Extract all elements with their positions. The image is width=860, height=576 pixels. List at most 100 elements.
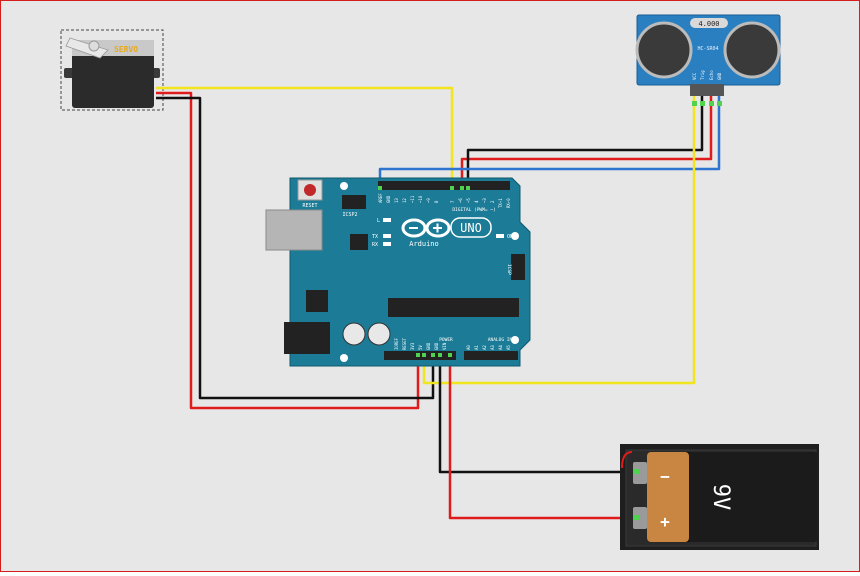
analog-pin-labels: A0 A1 A2 A3 A4 A5: [466, 345, 511, 350]
icsp2-header: [342, 195, 366, 209]
pin-label: RX←0: [506, 198, 511, 208]
pin-label: GND: [386, 195, 391, 203]
servo-selection-box: [60, 29, 164, 111]
sensor-header: [690, 84, 724, 96]
battery-terminal-minus[interactable]: [633, 462, 647, 484]
dc-power-jack: [284, 322, 330, 354]
wire-servo-ground[interactable]: [156, 96, 435, 400]
pin-label: 3V3: [410, 342, 415, 350]
pin-label: A0: [466, 345, 471, 350]
on-label: ON: [507, 234, 513, 240]
reset-label: RESET: [302, 203, 317, 209]
sensor-transducer-right: [723, 21, 781, 79]
usb-chip: [350, 234, 368, 250]
battery-copper-band: [647, 452, 689, 542]
pin-label: TX→1: [498, 198, 503, 208]
pin-label: A3: [490, 345, 495, 350]
sensor-transducer-left: [635, 21, 693, 79]
servo-motor[interactable]: SERVO: [60, 29, 164, 111]
sensor-pin-trig: Trig: [700, 70, 705, 80]
servo-body: [72, 40, 154, 108]
digital-label: DIGITAL (PWM= ~): [452, 207, 495, 213]
on-led: [496, 234, 504, 238]
icsp2-label: ICSP2: [342, 212, 357, 218]
pin-label: 13: [394, 198, 399, 203]
power-label: POWER: [439, 337, 453, 343]
l-label: L: [377, 218, 380, 224]
pin-label: 8: [434, 200, 439, 203]
pin-label: IOREF: [394, 337, 399, 350]
analog-label: ANALOG IN: [488, 337, 513, 343]
sensor-pin-gnd: GND: [717, 72, 722, 80]
pin-label: A5: [506, 345, 511, 350]
wire-sensor-vcc[interactable]: [460, 96, 713, 188]
arduino-uno-board[interactable]: RESET ICSP2 AREF GND 13 12 ~11 ~10 ~9 8 …: [265, 177, 531, 367]
rx-label: RX: [372, 242, 378, 248]
icsp-label: ICSP: [506, 264, 512, 275]
sensor-pin-vcc: VCC: [692, 72, 697, 80]
pin-label: ~6: [458, 198, 463, 203]
pin-label: 12: [402, 198, 407, 203]
tx-led: [383, 234, 391, 238]
servo-shaft: [88, 40, 100, 52]
power-pin-labels: IOREF RESET 3V3 5V GND GND VIN: [394, 337, 447, 350]
mount-hole: [511, 232, 519, 240]
mount-hole: [340, 182, 348, 190]
mount-hole: [340, 354, 348, 362]
pin-label: RESET: [402, 337, 407, 350]
capacitor: [367, 322, 391, 346]
pin-label: 5V: [418, 345, 423, 350]
pin-label: ~9: [426, 198, 431, 203]
sensor-freq-label: 4.000: [698, 20, 719, 28]
tx-label: TX: [372, 234, 378, 240]
sensor-pin-echo: Echo: [709, 70, 714, 80]
wire-battery-vin[interactable]: [448, 357, 638, 520]
battery-lead: [621, 451, 633, 469]
uno-logo-frame: [450, 217, 492, 238]
sensor-crystal: [690, 18, 728, 28]
battery-9v[interactable]: 9V − +: [620, 444, 819, 550]
pin-label: 2: [490, 200, 495, 203]
pin-label: 7: [450, 200, 455, 203]
atmega-chip: [388, 298, 519, 317]
capacitor: [342, 322, 366, 346]
pin-label: 4: [474, 200, 479, 203]
digital-pin-labels: AREF GND 13 12 ~11 ~10 ~9 8 7 ~6 ~5 4 ~3…: [378, 193, 511, 208]
arduino-pcb: [289, 177, 531, 367]
pin-label: GND: [434, 342, 439, 350]
pin-label: GND: [426, 342, 431, 350]
sensor-pin-markers: [692, 101, 722, 106]
usb-connector: [265, 209, 323, 251]
pin-label: A1: [474, 345, 479, 350]
battery-voltage-label: 9V: [708, 484, 733, 511]
pin-label: AREF: [378, 193, 383, 203]
pin-label: VIN: [442, 342, 447, 350]
battery-terminal-plus[interactable]: [633, 507, 647, 529]
sensor-model-label: HC-SR04: [697, 46, 718, 52]
pin-label: ~5: [466, 198, 471, 203]
pin-label: ~3: [482, 198, 487, 203]
icsp-header: [511, 254, 525, 280]
uno-logo-label: UNO: [460, 221, 482, 235]
pin-label: A2: [482, 345, 487, 350]
arduino-brand-label: Arduino: [409, 240, 439, 248]
pin-label: ~10: [418, 195, 423, 203]
arduino-logo: [401, 218, 451, 238]
wire-servo-power[interactable]: [156, 91, 420, 410]
ultrasonic-sensor[interactable]: 4.000 HC-SR04 VCC Trig Echo GND: [635, 14, 781, 96]
pin-label: A4: [498, 345, 503, 350]
wire-servo-signal[interactable]: [156, 86, 454, 188]
pin-label: ~11: [410, 195, 415, 203]
reset-button-cap: [304, 184, 316, 196]
header-pin-markers: [378, 186, 470, 357]
battery-black-band: [689, 452, 817, 542]
pin-marker: [634, 515, 639, 520]
wire-battery-ground[interactable]: [438, 357, 638, 474]
rx-led: [383, 242, 391, 246]
servo-label: SERVO: [114, 45, 138, 54]
voltage-regulator: [306, 290, 328, 312]
pin-marker: [634, 469, 639, 474]
wire-sensor-trig[interactable]: [422, 96, 696, 385]
